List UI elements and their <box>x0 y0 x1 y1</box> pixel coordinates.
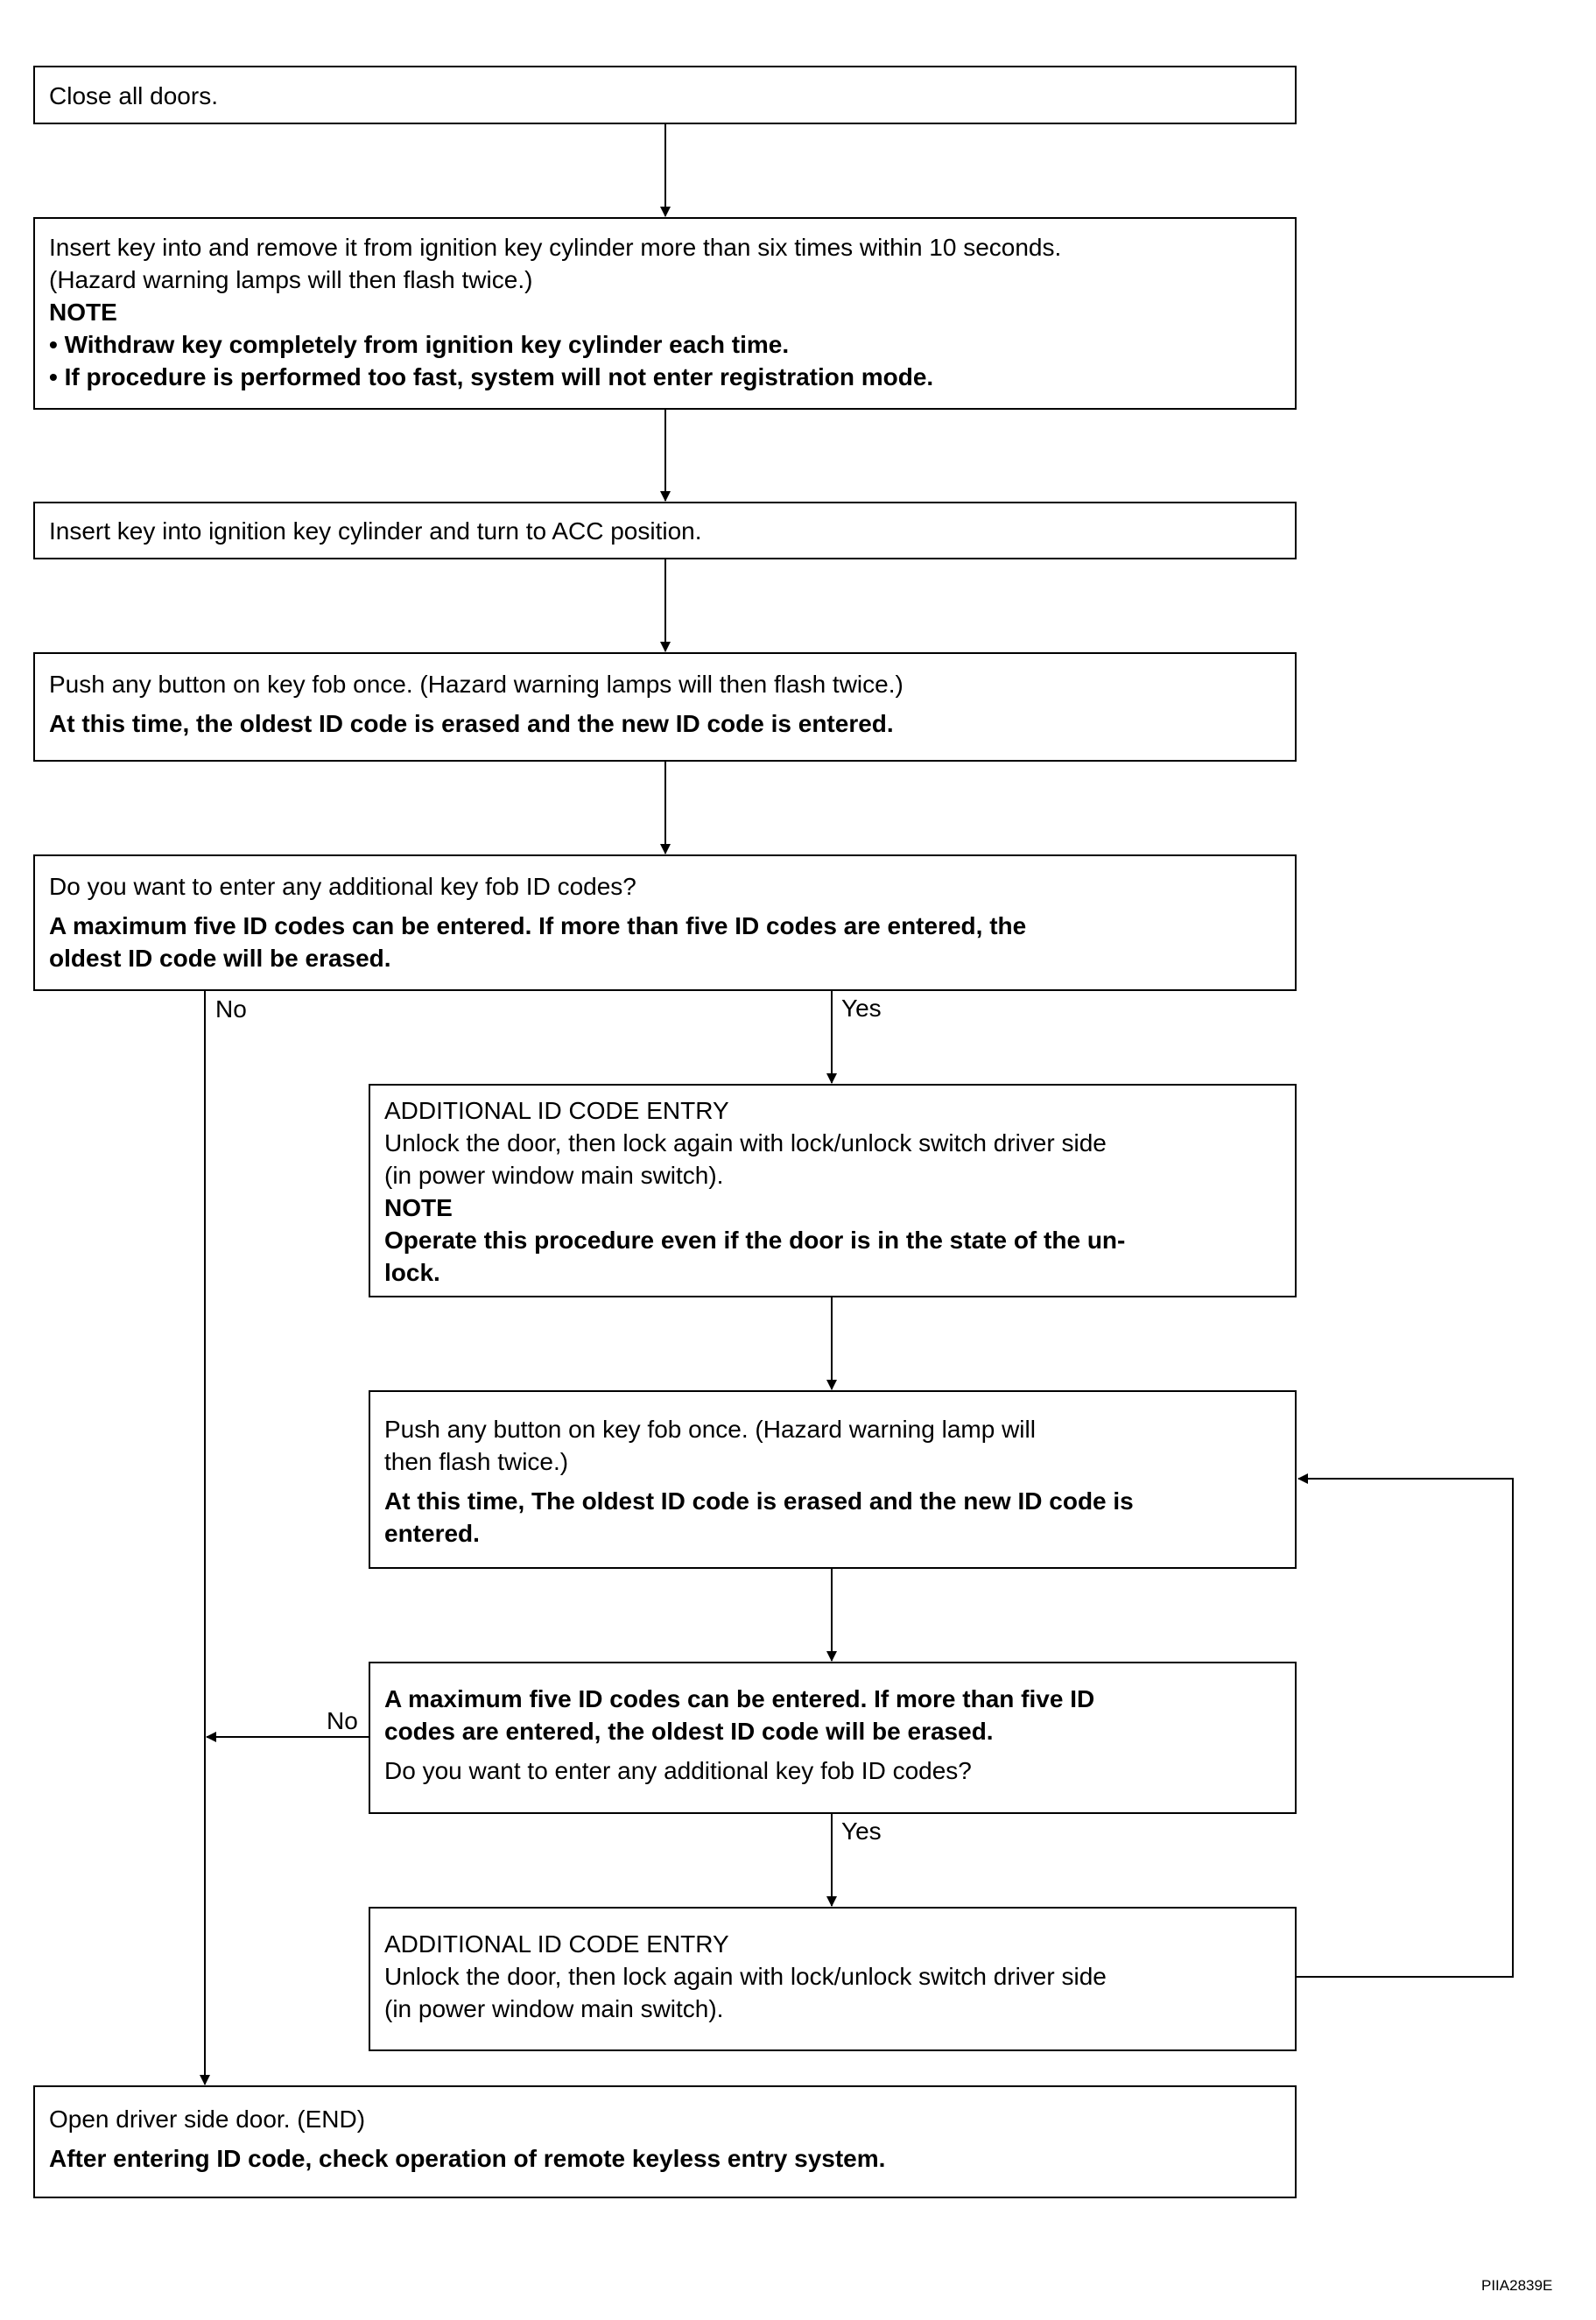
note-item: • Withdraw key completely from ignition … <box>49 331 790 358</box>
decision-additional-codes: Do you want to enter any additional key … <box>33 854 1297 991</box>
step-open-door-end: Open driver side door. (END) After enter… <box>33 2085 1297 2198</box>
step-text: Do you want to enter any additional key … <box>384 1757 972 1784</box>
figure-code: PIIA2839E <box>1481 2277 1553 2294</box>
step-text: Unlock the door, then lock again with lo… <box>384 1963 1107 1990</box>
step-emphasis: A maximum five ID codes can be entered. … <box>384 1685 1095 1712</box>
step-text: Insert key into ignition key cylinder an… <box>49 517 702 545</box>
step-text: Push any button on key fob once. (Hazard… <box>384 1416 1036 1443</box>
step-emphasis: A maximum five ID codes can be entered. … <box>49 912 1027 939</box>
step-text: (Hazard warning lamps will then flash tw… <box>49 266 533 293</box>
step-text: then flash twice.) <box>384 1448 569 1475</box>
step-turn-acc: Insert key into ignition key cylinder an… <box>33 502 1297 559</box>
step-additional-entry-1: ADDITIONAL ID CODE ENTRY Unlock the door… <box>369 1084 1297 1297</box>
yes-label-1: Yes <box>841 995 882 1022</box>
yes-label-2: Yes <box>841 1817 882 1845</box>
step-text: Push any button on key fob once. (Hazard… <box>49 671 903 698</box>
step-emphasis: codes are entered, the oldest ID code wi… <box>384 1718 994 1745</box>
step-text: (in power window main switch). <box>384 1995 724 2022</box>
note-item: Operate this procedure even if the door … <box>384 1227 1126 1254</box>
step-emphasis: After entering ID code, check operation … <box>49 2145 886 2172</box>
step-emphasis: oldest ID code will be erased. <box>49 945 391 972</box>
note-item: • If procedure is performed too fast, sy… <box>49 363 934 390</box>
step-push-button-2: Push any button on key fob once. (Hazard… <box>369 1390 1297 1569</box>
step-text: Unlock the door, then lock again with lo… <box>384 1129 1107 1156</box>
step-additional-entry-2: ADDITIONAL ID CODE ENTRY Unlock the door… <box>369 1907 1297 2051</box>
arrow-s9-loop-s7 <box>1297 1473 1514 1978</box>
note-heading: NOTE <box>384 1194 453 1221</box>
step-text: ADDITIONAL ID CODE ENTRY <box>384 1930 729 1958</box>
step-text: Insert key into and remove it from ignit… <box>49 234 1062 261</box>
step-text: Close all doors. <box>49 82 218 109</box>
step-text: Do you want to enter any additional key … <box>49 873 636 900</box>
step-close-doors: Close all doors. <box>33 66 1297 124</box>
step-text: (in power window main switch). <box>384 1162 724 1189</box>
no-label-2: No <box>327 1707 358 1734</box>
step-text: ADDITIONAL ID CODE ENTRY <box>384 1097 729 1124</box>
step-emphasis: entered. <box>384 1520 480 1547</box>
note-item: lock. <box>384 1259 440 1286</box>
decision-additional-codes-2: A maximum five ID codes can be entered. … <box>369 1662 1297 1814</box>
no-label-1: No <box>215 995 247 1023</box>
step-insert-remove-key: Insert key into and remove it from ignit… <box>33 217 1297 410</box>
step-text: Open driver side door. (END) <box>49 2106 366 2133</box>
step-emphasis: At this time, the oldest ID code is eras… <box>49 710 894 737</box>
step-push-button: Push any button on key fob once. (Hazard… <box>33 652 1297 762</box>
step-emphasis: At this time, The oldest ID code is eras… <box>384 1487 1134 1515</box>
note-heading: NOTE <box>49 299 117 326</box>
